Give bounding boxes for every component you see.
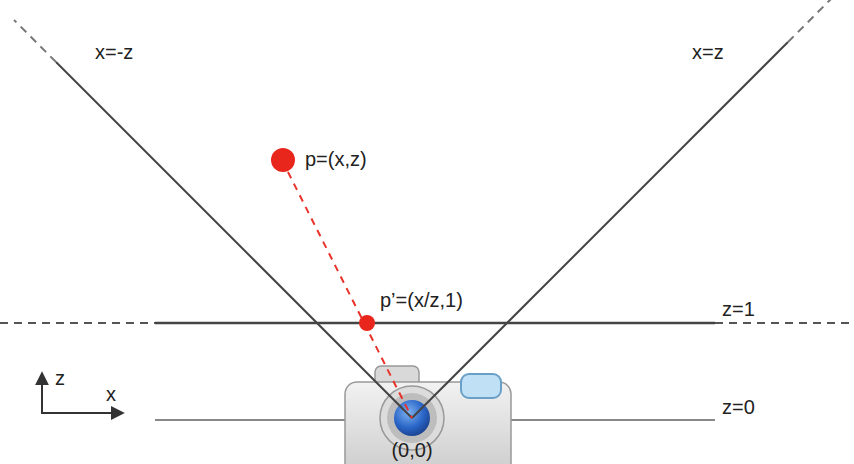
plane-label: z=1 bbox=[722, 297, 755, 321]
camera-icon bbox=[345, 366, 511, 464]
point-label: p’=(x/z,1) bbox=[380, 288, 463, 312]
line-equation: x=z bbox=[692, 40, 724, 64]
axis-arrows bbox=[41, 374, 122, 413]
image-plane-line bbox=[0, 323, 854, 324]
point-p bbox=[271, 148, 295, 172]
point-label: p=(x,z) bbox=[305, 147, 367, 171]
point-p-prime bbox=[359, 315, 375, 331]
origin-label: (0,0) bbox=[391, 438, 432, 462]
frustum-lines bbox=[14, 0, 832, 418]
plane-label: z=0 bbox=[722, 395, 755, 419]
axis-label: z bbox=[55, 366, 65, 390]
line-equation: x=-z bbox=[95, 40, 133, 64]
axis-label: x bbox=[106, 382, 116, 406]
